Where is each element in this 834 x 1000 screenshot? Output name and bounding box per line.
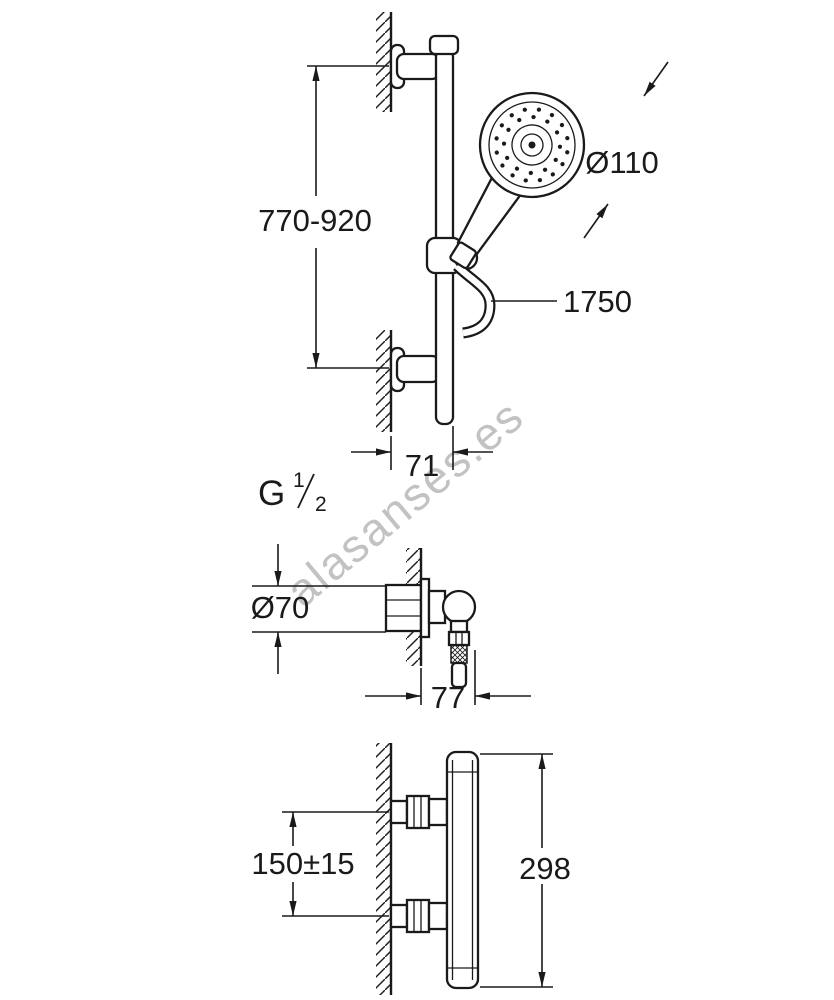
view-thermostat-mixer: 150±15 298 [251,743,571,995]
view-shower-rail-set: 770-920 Ø110 1750 71 [258,12,669,483]
head-center-ring [511,124,553,166]
handle-nut [449,241,477,270]
wall-hatch-mixer [376,743,393,995]
thread-numerator: 1 [293,469,305,492]
thread-size-label: G 1 2 [258,469,327,516]
wall-hatch-top [376,12,393,112]
hand-shower [449,91,586,270]
union-flange [419,577,431,639]
bracket-offset-label: 71 [405,448,439,483]
head-rim [488,101,576,189]
ball-joint [441,589,477,625]
thread-denominator: 2 [315,493,327,516]
hose-length-label: 1750 [563,284,632,319]
wall-hatch-bottom-bracket [376,330,393,432]
inlet-connection-top [389,794,449,830]
hose-nut [447,630,471,647]
bottom-mount-arm [395,354,441,384]
dimension-union-offset: 77 [365,650,531,715]
head-center-boss [520,133,544,157]
dimension-bracket-offset: 71 [351,426,493,483]
union-nut [405,794,431,830]
union-tail-piece [384,583,423,633]
hose-stub [450,661,468,689]
dimension-head-diameter: Ø110 [583,61,669,239]
hose-braid [450,644,468,664]
wall-stub [389,903,409,929]
union-offset-label: 77 [431,680,465,715]
mixer-body [445,750,480,990]
head-center-dot [528,141,536,149]
dimension-union-diameter: Ø70 [251,544,386,674]
dimension-inlet-distance: 150±15 [251,811,389,917]
inlet-connection-bottom [389,898,449,934]
mixer-height-label: 298 [519,851,571,886]
rail-height-label: 770-920 [258,203,372,238]
body-outline [445,750,480,990]
body-union [427,797,449,827]
head-diameter-label: Ø110 [585,145,659,180]
ball-neck [449,619,469,634]
union-nut [405,898,431,934]
dimension-mixer-height: 298 [480,753,571,988]
thread-letter: G [258,474,285,513]
dimension-hose-length: 1750 [491,284,632,319]
shower-hose [453,262,496,339]
body-union [427,901,449,931]
inlet-distance-label: 150±15 [251,846,354,881]
rail-top-knob [428,34,460,56]
spray-nozzle-ring-outer [493,106,571,184]
wall-stub [389,799,409,825]
union-diameter-label: Ø70 [251,590,310,625]
dimension-rail-height: 770-920 [258,65,389,369]
top-mount-arm [395,52,441,81]
spray-nozzle-ring-inner [501,114,563,176]
fraction-slash [297,473,315,509]
view-wall-union: G 1 2 Ø70 77 [251,469,531,715]
